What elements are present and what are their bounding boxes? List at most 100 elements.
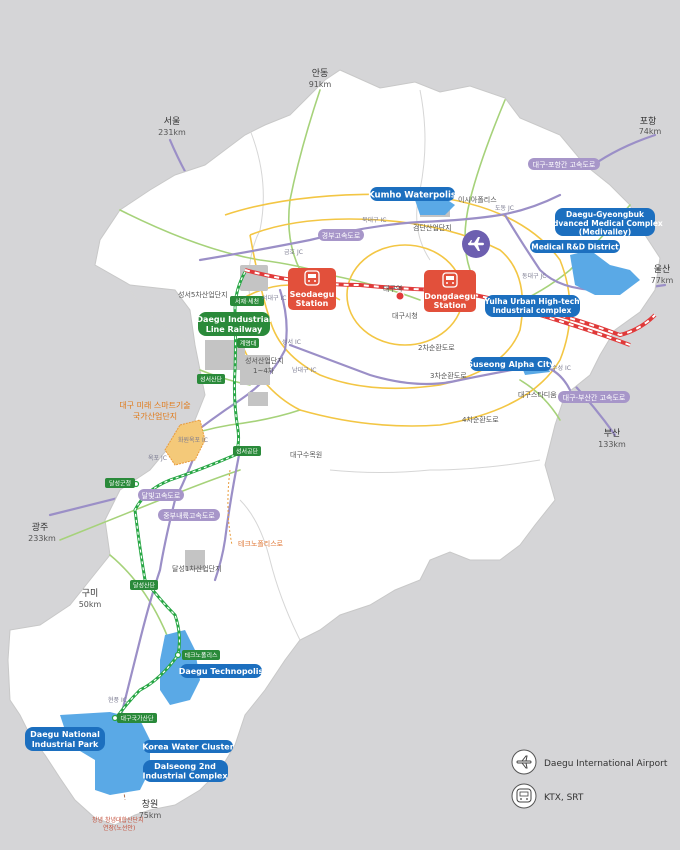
ic-seodaegu: 서대구 IC	[262, 294, 286, 302]
place-ring2: 2차순환도로	[418, 343, 455, 352]
ic-namdaegu: 남대구 IC	[292, 366, 316, 374]
label-railway-1: Daegu Industrial	[196, 315, 271, 324]
blue-labels: Kumho Waterpolis Daegu-Gyeongbuk Advance…	[25, 187, 663, 782]
seodaegu-line1: Seodaegu	[290, 290, 335, 299]
label-yulha-1: Yulha Urban High-tech	[483, 297, 579, 306]
dongdaegu-line2: Station	[434, 301, 467, 310]
label-medivalley-2: Advanced Medical Complex	[547, 219, 663, 228]
ic-seongseo: 성서 IC	[282, 338, 301, 346]
label-dalseong2-1: Dalseong 2nd	[154, 762, 216, 771]
city-seoul: 서울	[164, 116, 181, 127]
road-tag-dalbit: 달빛고속도로	[142, 491, 181, 500]
legend: Daegu International Airport KTX, SRT	[511, 749, 668, 809]
road-tag-jungbu: 중부내륙고속도로	[163, 511, 215, 520]
label-water-cluster: Korea Water Cluster	[142, 743, 233, 752]
place-ring3: 3차순환도로	[430, 371, 467, 380]
ic-dongdaegu-jc: 동대구 JC	[522, 272, 546, 280]
train-icon	[442, 272, 458, 288]
road-tag-gyeongbu: 경부고속도로	[322, 231, 361, 240]
label-suseong: Suseong Alpha City	[467, 360, 555, 369]
place-geomdan: 검단산업단지	[413, 223, 452, 232]
rail-station-techno: 테크노폴리스	[184, 652, 218, 660]
airport-marker	[462, 230, 490, 258]
changnyeong-label-2: 연장(노선안)	[103, 824, 135, 832]
label-medivalley-1: Daegu-Gyeongbuk	[566, 210, 645, 219]
place-ring4: 4차순환도로	[462, 415, 499, 424]
label-medical-rd: Medical R&D District	[531, 243, 619, 252]
dongdaegu-line1: Dongdaegu	[424, 292, 476, 301]
label-railway-2: Line Railway	[206, 325, 263, 334]
city-andong: 안동	[312, 68, 329, 79]
technopolis-road	[227, 469, 233, 546]
label-technopolis: Daegu Technopolis	[179, 667, 264, 676]
place-imun: 이시아폴리스	[458, 195, 497, 204]
city-labels: 안동 91km 서울 231km 포항 74km 울산 77km 부산 133k…	[28, 68, 673, 820]
rail-stations: 서재·세천 계명대 성서산단 성서공단 달성군청 달성산단 테크노폴리스 대구국…	[105, 296, 264, 723]
ic-hyeonpung: 현풍 IC	[108, 696, 127, 704]
ic-labels: 북대구 IC 도동 JC 금호 JC 서대구 IC 동대구 JC 성서 IC 남…	[108, 205, 571, 704]
place-labels: 성서5차산업단지 성서산업단지 1~4차 달성1차산업단지 이시아폴리스 검단산…	[172, 195, 557, 573]
city-gumi: 구미	[82, 588, 99, 599]
city-gwangju-dist: 233km	[28, 534, 56, 543]
place-city-hall: 대구시청	[392, 312, 418, 320]
place-seongseo14-1: 성서산업단지	[245, 356, 284, 365]
ic-suseong: 수성 IC	[552, 364, 571, 372]
place-stadium: 대구스타디움	[518, 390, 557, 399]
legend-airport-label: Daegu International Airport	[544, 759, 668, 769]
city-changwon-dist: 75km	[139, 811, 162, 820]
road-tag-daegu-busan: 대구-부산간 고속도로	[563, 393, 626, 402]
changnyeong-label-1: 창녕 창녕대합산단지	[92, 816, 144, 824]
future-smart-zone	[164, 419, 206, 466]
place-seongseo5: 성서5차산업단지	[178, 290, 228, 299]
road-tag-daegu-pohang: 대구-포항간 고속도로	[533, 160, 596, 169]
rail-station-seongseo: 성서산단	[200, 376, 223, 384]
airplane-icon	[468, 237, 484, 251]
city-ulsan-dist: 77km	[651, 276, 674, 285]
label-kumho: Kumho Waterpolis	[368, 191, 456, 201]
future-smart-label-2: 국가산업단지	[133, 411, 177, 421]
future-smart-label-1: 대구 미래 스마트기술	[119, 400, 190, 410]
label-medivalley-3: (Medivalley)	[579, 228, 631, 237]
ic-hwawon: 화원옥포 IC	[178, 436, 208, 444]
city-changwon: 창원	[142, 799, 159, 810]
rail-station-seojae: 서재·세천	[235, 298, 259, 306]
label-national-park-2: Industrial Park	[32, 740, 99, 749]
city-gumi-dist: 50km	[79, 600, 102, 609]
city-busan-dist: 133km	[598, 440, 626, 449]
place-daegu-station: 대구역	[383, 284, 402, 293]
expressways	[118, 193, 602, 722]
road-tags: 대구-포항간 고속도로 경부고속도로 달빛고속도로 중부내륙고속도로 대구-부산…	[138, 158, 630, 521]
rail-station-dalseong-gunchong: 달성군청	[109, 480, 131, 488]
train-icon	[516, 788, 532, 803]
rail-station-gyemyeong: 계명대	[240, 340, 257, 348]
city-seoul-dist: 231km	[158, 128, 186, 137]
ktx-line	[244, 268, 657, 347]
city-busan: 부산	[604, 428, 621, 439]
city-gwangju: 광주	[32, 521, 49, 533]
train-icon	[304, 270, 320, 286]
ic-geumho: 금호 JC	[284, 249, 303, 256]
ic-bukdaegu: 북대구 IC	[362, 216, 386, 224]
city-andong-dist: 91km	[309, 80, 332, 89]
place-arboretum: 대구수목원	[290, 450, 322, 459]
rail-station-national-sandan: 대구국가산단	[120, 715, 154, 723]
city-pohang: 포항	[640, 116, 657, 127]
city-ulsan: 울산	[654, 264, 671, 275]
ic-okpo: 옥포 JC	[148, 455, 167, 462]
label-dalseong2-2: Industrial Complex	[142, 772, 228, 781]
station-seodaegu: Seodaegu Station	[288, 268, 336, 310]
place-seongseo14-2: 1~4차	[253, 366, 275, 375]
label-national-park-1: Daegu National	[30, 730, 100, 739]
railway-label: Daegu Industrial Line Railway	[196, 312, 272, 336]
place-dalseong1: 달성1차산업단지	[172, 564, 222, 573]
rail-station-seongseo-gyeongmak: 성서공단	[236, 448, 259, 456]
station-dongdaegu: Dongdaegu Station	[424, 270, 476, 312]
daegu-land	[7, 69, 661, 826]
ic-dodong: 도동 JC	[495, 205, 514, 212]
rail-station-dalseong-sandan: 달성산단	[133, 582, 156, 590]
technopolis-road-label: 테크노폴리스로	[238, 539, 284, 548]
daegu-station-dot	[395, 291, 405, 301]
seodaegu-line2: Station	[296, 299, 329, 308]
legend-ktx-label: KTX, SRT	[544, 793, 584, 803]
